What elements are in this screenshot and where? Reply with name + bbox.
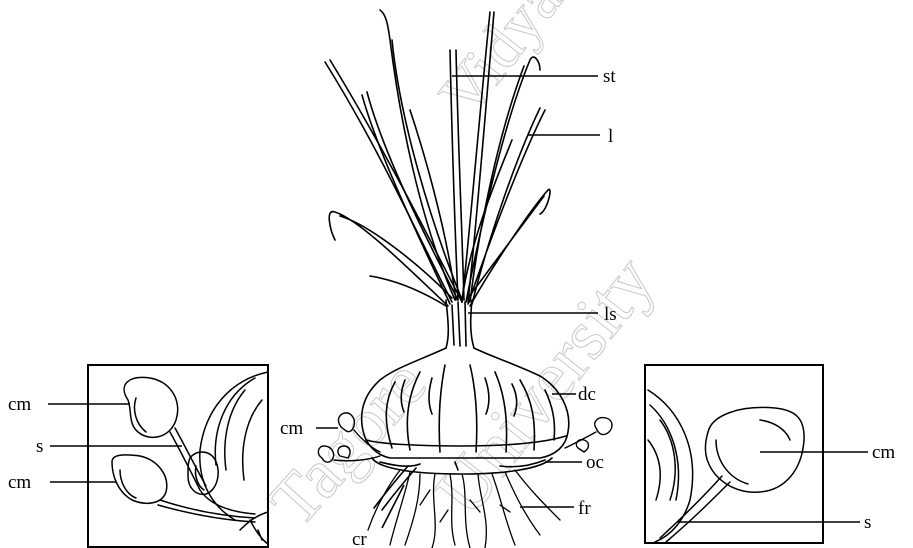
right-inset-frame xyxy=(645,365,823,543)
label-left-s: s xyxy=(36,436,43,457)
label-right-s: s xyxy=(864,512,871,533)
label-st: st xyxy=(603,66,616,87)
left-inset xyxy=(88,365,268,547)
label-left-cm-bottom: cm xyxy=(8,472,31,493)
label-ls: ls xyxy=(604,304,617,325)
label-dc: dc xyxy=(578,384,596,405)
label-right-cm: cm xyxy=(872,442,895,463)
label-oc: oc xyxy=(586,452,604,473)
label-left-cm-top: cm xyxy=(8,394,31,415)
leaf xyxy=(362,92,458,304)
leaf-sheath xyxy=(446,300,474,348)
leaf xyxy=(468,189,550,306)
leaf xyxy=(329,212,452,306)
right-inset xyxy=(645,365,823,543)
cormel xyxy=(188,452,218,494)
label-cm-center: cm xyxy=(280,418,303,439)
leaf xyxy=(410,110,456,300)
watermark-left: Tagore xyxy=(255,346,442,541)
label-l: l xyxy=(608,126,613,147)
label-fr: fr xyxy=(578,498,591,519)
label-cr: cr xyxy=(352,529,367,548)
cormel xyxy=(705,407,804,492)
cormel xyxy=(124,377,178,437)
leaf xyxy=(468,108,545,304)
cormel xyxy=(112,455,167,503)
watermark-top: Vidya xyxy=(425,0,575,129)
